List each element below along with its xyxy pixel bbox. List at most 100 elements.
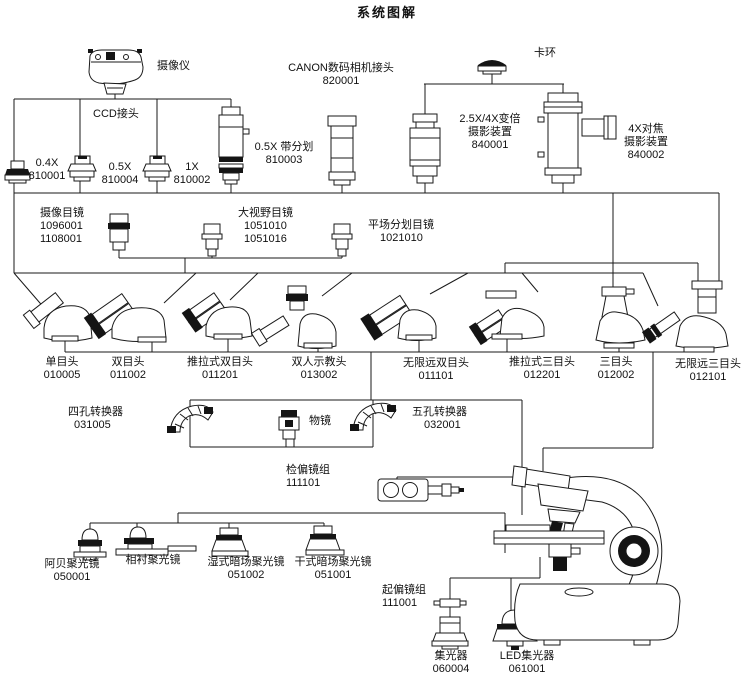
adapter-05x-reticle-icon bbox=[218, 106, 250, 185]
component-code: 012201 bbox=[523, 369, 561, 381]
label-head-infinity-trinocular: 无限远三目头 012101 bbox=[668, 358, 744, 384]
component-code: 013002 bbox=[300, 369, 338, 381]
plan-reticle-eyepiece-icon bbox=[331, 223, 353, 257]
monocular-head-icon bbox=[22, 291, 93, 342]
component-name: 检偏镜组 bbox=[286, 464, 330, 476]
component-code: 1108001 bbox=[40, 233, 83, 245]
label-wet-darkfield-condenser: 湿式暗场聚光镜 051002 bbox=[198, 556, 294, 582]
component-name: 0.5X 带分划 bbox=[254, 141, 314, 153]
component-name: 0.5X bbox=[108, 161, 132, 173]
component-name: 双人示教头 bbox=[291, 356, 347, 368]
component-code: 012101 bbox=[689, 371, 727, 383]
component-code: 810001 bbox=[28, 170, 66, 182]
objective-icon bbox=[278, 410, 300, 448]
label-nosepiece-4: 四孔转换器 031005 bbox=[68, 406, 123, 432]
infinity-trinocular-head-icon bbox=[641, 280, 729, 353]
component-code: 012002 bbox=[597, 369, 635, 381]
component-code: 060004 bbox=[432, 663, 470, 675]
label-ccd: CCD接头 bbox=[93, 108, 139, 121]
component-code: 011101 bbox=[418, 370, 454, 382]
label-head-monocular: 单目头 010005 bbox=[30, 356, 94, 382]
label-camera: 摄像仪 bbox=[157, 60, 190, 73]
trinocular-head-icon bbox=[595, 286, 646, 349]
label-focus-photo-device: 4X对焦 摄影装置 840002 bbox=[606, 123, 686, 162]
component-code: 1021010 bbox=[380, 232, 423, 244]
label-clamp-ring: 卡环 bbox=[534, 47, 556, 60]
label-adapter-04x: 0.4X 810001 bbox=[22, 157, 72, 183]
component-code: 820001 bbox=[322, 75, 360, 87]
label-head-dual-teaching: 双人示教头 013002 bbox=[278, 356, 360, 382]
label-head-infinity-binocular: 无限远双目头 011101 bbox=[394, 357, 478, 383]
component-name: 双目头 bbox=[111, 356, 145, 368]
video-camera-icon bbox=[88, 49, 144, 95]
label-polarizer-set: 起偏镜组 111001 bbox=[382, 584, 426, 610]
binocular-head-icon bbox=[83, 292, 167, 343]
label-adapter-05x: 0.5X 810004 bbox=[96, 161, 144, 187]
component-name: 2.5X/4X变倍 bbox=[459, 113, 521, 125]
label-collector: 集光器 060004 bbox=[428, 650, 474, 676]
component-name: 集光器 bbox=[434, 650, 468, 662]
component-name: 摄影装置 bbox=[468, 126, 512, 138]
label-canon-adapter: CANON数码相机接头 820001 bbox=[285, 62, 397, 88]
label-nosepiece-5: 五孔转换器 032001 bbox=[412, 406, 467, 432]
adapter-05x-icon bbox=[67, 155, 97, 182]
component-code: 111101 bbox=[286, 477, 321, 489]
component-code: 840001 bbox=[471, 139, 509, 151]
label-led-collector: LED集光器 061001 bbox=[492, 650, 562, 676]
zoom-photo-device-icon bbox=[409, 113, 441, 184]
component-name: 单目头 bbox=[45, 356, 79, 368]
component-code: 051002 bbox=[227, 569, 265, 581]
component-code: 810004 bbox=[101, 174, 139, 186]
component-code: 011201 bbox=[202, 369, 238, 381]
label-zoom-photo-device: 2.5X/4X变倍 摄影装置 840001 bbox=[448, 113, 532, 152]
component-code: 050001 bbox=[53, 571, 91, 583]
component-name: 相衬聚光镜 bbox=[125, 554, 181, 566]
abbe-condenser-icon bbox=[73, 528, 107, 561]
component-name: 摄像仪 bbox=[157, 60, 190, 72]
focus-photo-device-icon bbox=[537, 92, 617, 184]
component-name: 物镜 bbox=[309, 415, 331, 427]
analyzer-set-icon bbox=[377, 478, 464, 502]
polarizer-set-icon bbox=[433, 598, 467, 608]
component-code: 1051016 bbox=[244, 233, 287, 245]
wet-darkfield-condenser-icon bbox=[211, 527, 249, 557]
component-name: 推拉式双目头 bbox=[187, 356, 253, 368]
component-name: CCD接头 bbox=[93, 108, 139, 120]
component-code: 011002 bbox=[110, 369, 146, 381]
component-name: 卡环 bbox=[534, 47, 556, 59]
component-name: 五孔转换器 bbox=[412, 406, 467, 418]
label-head-trinocular: 三目头 012002 bbox=[584, 356, 648, 382]
adapter-1x-icon bbox=[142, 155, 172, 182]
page-title: 系统图解 bbox=[356, 5, 417, 20]
component-code: 010005 bbox=[43, 369, 81, 381]
component-name: 四孔转换器 bbox=[68, 406, 123, 418]
component-name: 4X对焦 bbox=[628, 123, 664, 135]
widefield-eyepiece-icon bbox=[201, 223, 223, 257]
component-name: LED集光器 bbox=[499, 650, 555, 662]
component-name: 无限远双目头 bbox=[403, 357, 469, 369]
clamp-ring-icon bbox=[477, 60, 507, 75]
label-adapter-05x-reticle: 0.5X 带分划 810003 bbox=[246, 141, 322, 167]
component-name: 起偏镜组 bbox=[382, 584, 426, 596]
component-name: 1X bbox=[185, 161, 199, 173]
component-code: 111001 bbox=[382, 597, 418, 609]
adapter-04x-icon bbox=[4, 160, 31, 184]
label-phase-condenser: 相衬聚光镜 bbox=[118, 554, 188, 567]
component-code: 810003 bbox=[265, 154, 303, 166]
label-head-sliding-binocular: 推拉式双目头 011201 bbox=[178, 356, 262, 382]
label-head-sliding-trinocular: 推拉式三目头 012201 bbox=[500, 356, 584, 382]
collector-icon bbox=[431, 616, 469, 650]
component-code: 032001 bbox=[424, 419, 461, 431]
component-code: 810002 bbox=[173, 174, 211, 186]
phase-condenser-icon bbox=[115, 526, 197, 556]
component-code: 061001 bbox=[508, 663, 546, 675]
dry-darkfield-condenser-icon bbox=[305, 525, 345, 556]
component-name: 无限远三目头 bbox=[675, 358, 741, 370]
label-widefield-eyepiece: 大视野目镜 1051010 1051016 bbox=[238, 207, 293, 246]
label-objective: 物镜 bbox=[309, 415, 331, 428]
component-name: 平场分划目镜 bbox=[368, 219, 434, 231]
camera-eyepiece-icon bbox=[108, 213, 130, 251]
component-code: 1051010 bbox=[244, 220, 287, 232]
